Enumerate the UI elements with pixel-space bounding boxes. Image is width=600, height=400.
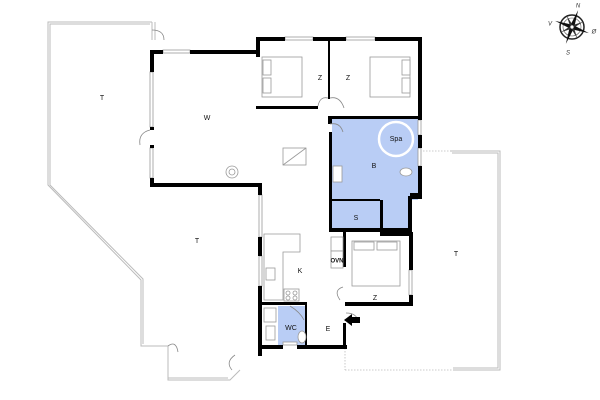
kitchen-counter xyxy=(263,233,301,301)
bath-toilet xyxy=(399,167,413,177)
room-label-kitchen: K xyxy=(298,268,303,275)
compass-east: Ø xyxy=(591,30,597,36)
terrace-east-dotted xyxy=(344,150,453,371)
bath-sink xyxy=(332,165,343,183)
spa-tub xyxy=(377,120,415,158)
room-label-terrace-sw: T xyxy=(195,238,200,245)
room-label-toilet: WC xyxy=(285,325,297,332)
room-label-entrance: E xyxy=(326,326,331,333)
compass-west: V xyxy=(548,22,553,28)
doors xyxy=(139,29,359,371)
door-living-west xyxy=(139,129,151,146)
door-terrace-top xyxy=(151,29,165,41)
terrace-nw-outline xyxy=(47,21,241,381)
kitchen-sink xyxy=(265,267,276,281)
room-label-bathroom: B xyxy=(372,163,377,170)
room-label-spa: Spa xyxy=(390,136,403,143)
door-bedrooms xyxy=(317,97,345,109)
walls xyxy=(150,37,422,356)
furniture xyxy=(225,56,413,344)
entrance-arrow-icon xyxy=(344,314,360,326)
door-terrace-sw xyxy=(167,343,179,353)
sauna-floor xyxy=(332,200,380,230)
compass-south: S xyxy=(566,51,570,57)
room-label-oven: OVN xyxy=(330,259,343,265)
room-label-bedroom-2: Z xyxy=(346,75,351,82)
wc-sink xyxy=(265,325,276,341)
oven xyxy=(330,250,344,269)
room-label-living: W xyxy=(204,115,211,122)
compass-rose-icon xyxy=(555,10,589,44)
door-terrace-s xyxy=(228,354,236,371)
door-wc xyxy=(289,305,305,321)
washer xyxy=(263,307,277,323)
fridge xyxy=(330,236,344,252)
room-label-bedroom-1: Z xyxy=(318,75,323,82)
wc-toilet xyxy=(297,330,307,344)
room-label-terrace-east: T xyxy=(454,251,459,258)
room-label-bedroom-3: Z xyxy=(373,295,378,302)
room-label-sauna: S xyxy=(354,215,359,222)
room-label-terrace-nw: T xyxy=(100,95,105,102)
compass-north: N xyxy=(576,4,581,10)
terrace-east-outline xyxy=(450,150,501,371)
door-bath xyxy=(329,123,344,133)
door-bed3 xyxy=(336,286,344,301)
